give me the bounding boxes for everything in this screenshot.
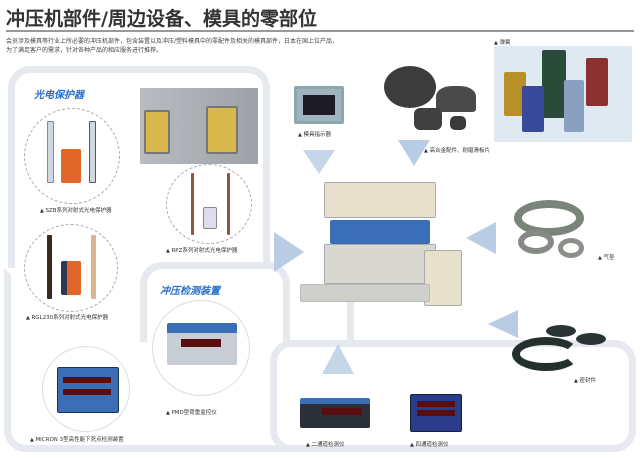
rpz-product-image bbox=[166, 164, 252, 244]
spring-image bbox=[494, 46, 632, 142]
section-photoelectric: 光电保护器 bbox=[34, 90, 84, 101]
caption-rpz: RPZ系列对射式光电保护器 bbox=[166, 246, 237, 254]
caption-seal: 密封件 bbox=[574, 376, 596, 384]
press-cabinet-image bbox=[140, 88, 258, 164]
intro-line-1: 会员涉及模具等行业上所必要的冲压机部件，包含装置以及冲压/塑料模具中的零配件及相… bbox=[6, 38, 339, 45]
arrow-up-icon bbox=[322, 344, 354, 374]
arrow-left-icon-2 bbox=[488, 310, 518, 338]
caption-spring: 弹簧 bbox=[494, 38, 510, 46]
press-machine-image bbox=[300, 180, 470, 330]
arrow-down-icon-2 bbox=[398, 140, 430, 166]
die-indicator-image bbox=[294, 86, 344, 124]
caption-micron: MICRON 3型高性能下死点检测装置 bbox=[30, 435, 123, 443]
two-channel-product-image bbox=[300, 398, 370, 428]
four-channel-product-image bbox=[410, 394, 462, 432]
szb-product-image bbox=[24, 108, 120, 204]
caption-pmd: PMD型荷重监控仪 bbox=[166, 408, 216, 416]
arrow-right-icon bbox=[274, 232, 304, 272]
air-cushion-image bbox=[514, 200, 590, 260]
arrow-left-icon bbox=[466, 222, 496, 254]
title-divider bbox=[6, 30, 634, 32]
caption-die-indicator: 模具指示器 bbox=[298, 130, 331, 138]
micron-product-image bbox=[42, 346, 130, 432]
intro-line-2: 为了满足客户的需求，针对各种产品的相应服务进行推荐。 bbox=[6, 47, 163, 54]
seal-image bbox=[510, 325, 610, 375]
arrow-down-icon bbox=[303, 150, 335, 174]
rgl-product-image bbox=[24, 224, 118, 312]
alloy-parts-image bbox=[380, 62, 480, 142]
page-title: 冲压机部件/周边设备、模具的零部位 bbox=[6, 8, 317, 30]
caption-air-cushion: 气垫 bbox=[598, 253, 614, 261]
pmd-product-image bbox=[152, 300, 250, 396]
caption-alloy: 高合金配件、耐磨滑板片 bbox=[424, 146, 490, 154]
caption-two-channel: 二通道检测仪 bbox=[306, 440, 344, 448]
caption-rgl: RGL230系列对射式光电保护器 bbox=[26, 313, 108, 321]
section-detection: 冲压检测装置 bbox=[160, 286, 220, 297]
caption-szb: SZB系列对射式光电保护器 bbox=[40, 206, 111, 214]
caption-four-channel: 四通道检测仪 bbox=[410, 440, 448, 448]
